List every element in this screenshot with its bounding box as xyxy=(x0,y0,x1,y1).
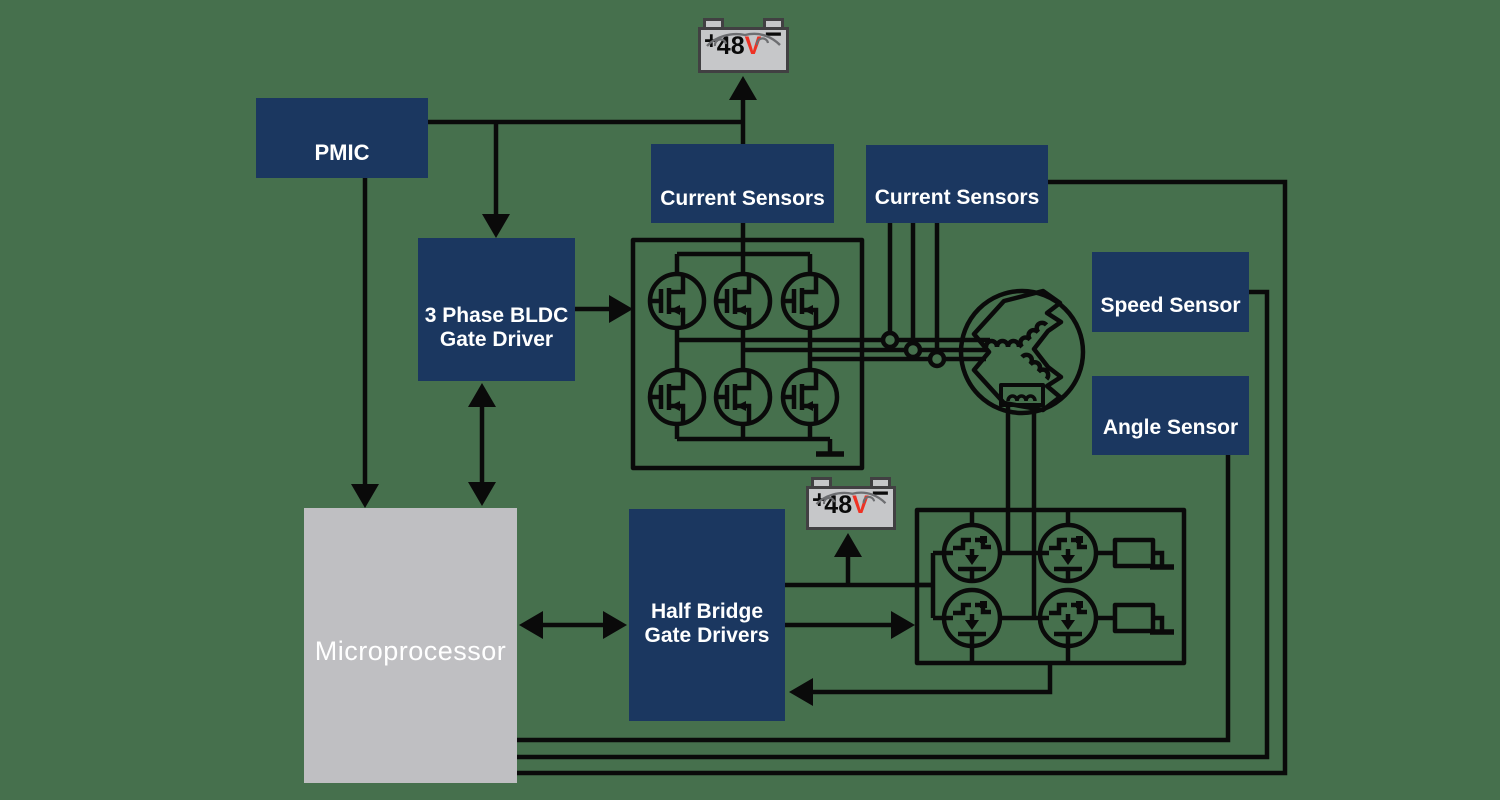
current-tap-icon xyxy=(903,340,923,360)
motor-icon xyxy=(958,288,1086,416)
current-sensors-left-label: Current Sensors xyxy=(660,186,825,210)
wire-halfbridge-power xyxy=(785,555,933,588)
half-bridge-block: Half Bridge Gate Drivers xyxy=(629,509,785,721)
half-bridge-label-line2: Gate Drivers xyxy=(644,624,770,647)
microprocessor-label: Microprocessor xyxy=(314,635,507,666)
inverter-bridge-icon xyxy=(630,237,990,471)
arrow-up-battery-bottom xyxy=(834,533,862,557)
current-sensors-left-block: Current Sensors xyxy=(651,144,834,223)
angle-sensor-block: Angle Sensor xyxy=(1092,376,1249,455)
pmic-label: PMIC xyxy=(314,140,370,165)
current-sensors-right-label: Current Sensors xyxy=(874,186,1040,209)
arrow-down-micro xyxy=(468,482,496,506)
battery-body: + 48V − xyxy=(806,479,896,530)
battery-48v-bottom-icon: + 48V − xyxy=(806,477,896,530)
ground-icon xyxy=(1150,564,1174,635)
current-tap-icon xyxy=(927,349,947,369)
wire-pmic-to-battery xyxy=(428,98,746,125)
resistor-icon xyxy=(1112,537,1156,569)
battery-48v-top-icon: + 48V − xyxy=(698,18,789,73)
arrow-into-microprocessor xyxy=(351,484,379,508)
current-sensors-right-block: Current Sensors xyxy=(866,145,1048,223)
arrow-into-inverter xyxy=(609,295,633,323)
speed-sensor-block: Speed Sensor xyxy=(1092,252,1249,332)
arrow-left-micro xyxy=(519,611,543,639)
wire-anglesensor-feedback xyxy=(517,455,1231,743)
wire-currentsensor-feedback xyxy=(517,179,1288,776)
current-tap-icon xyxy=(880,330,900,350)
car-silhouette-icon xyxy=(815,491,887,505)
speed-sensor-label: Speed Sensor xyxy=(1100,294,1241,317)
arrow-feedback-halfbridge xyxy=(789,678,813,706)
arrow-right-halfbridge xyxy=(603,611,627,639)
gate-driver-block: 3 Phase BLDC Gate Driver xyxy=(418,238,575,381)
battery-body: + 48V − xyxy=(698,20,789,73)
wire-hbridge-feedback xyxy=(811,663,1053,695)
wire-speedsensor-feedback xyxy=(517,289,1270,760)
arrow-into-gate-driver xyxy=(482,214,510,238)
gate-driver-label-line1: 3 Phase BLDC xyxy=(424,303,569,327)
arrow-into-hbridge xyxy=(891,611,915,639)
microprocessor-block: Microprocessor xyxy=(304,508,517,783)
arrow-up-battery-top xyxy=(729,76,757,100)
battery-voltage-unit: V xyxy=(744,32,762,60)
angle-sensor-label: Angle Sensor xyxy=(1102,415,1239,439)
pmic-block: PMIC xyxy=(256,98,428,178)
gate-driver-label-line2: Gate Driver xyxy=(439,327,554,351)
car-silhouette-icon xyxy=(706,32,781,47)
wire-current-sense-drops xyxy=(887,223,940,359)
arrow-up-gatedriver xyxy=(468,383,496,407)
resistor-icon xyxy=(1112,602,1156,634)
half-bridge-label-line1: Half Bridge xyxy=(650,600,763,623)
h-bridge-icon xyxy=(914,507,1187,666)
